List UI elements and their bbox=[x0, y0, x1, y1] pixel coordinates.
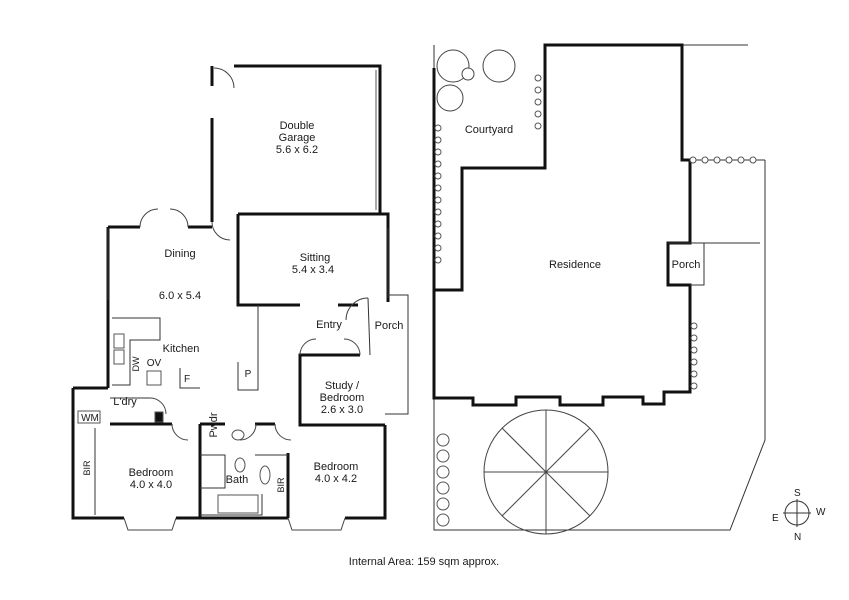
dining-name: Dining bbox=[164, 248, 195, 260]
residence-footprint bbox=[432, 43, 692, 407]
site-porch bbox=[668, 242, 705, 286]
bir-label-2: BIR bbox=[276, 477, 286, 493]
garage-door-swing bbox=[213, 67, 235, 89]
site-plan: Courtyard Residence Porch bbox=[432, 43, 766, 535]
fridge-label: F bbox=[184, 374, 190, 385]
large-tree bbox=[483, 409, 609, 535]
laundry-name: L'dry bbox=[113, 396, 137, 408]
house-walls bbox=[71, 212, 390, 520]
oven-label: OV bbox=[147, 358, 162, 369]
pantry-label: P bbox=[245, 369, 252, 380]
dining-dimension: 6.0 x 5.4 bbox=[159, 290, 201, 302]
sitting-dimension: 5.4 x 3.4 bbox=[292, 264, 334, 276]
bir-label-1: BIR bbox=[82, 460, 92, 476]
compass-west: W bbox=[816, 507, 826, 518]
door-swings bbox=[139, 208, 369, 441]
study-name-1: Study / bbox=[325, 380, 360, 392]
compass-north: N bbox=[794, 532, 801, 543]
compass-south: S bbox=[794, 488, 801, 499]
garage-dimension: 5.6 x 6.2 bbox=[276, 144, 318, 156]
bedroom1-name: Bedroom bbox=[129, 467, 174, 479]
study-name-2: Bedroom bbox=[320, 392, 365, 404]
sitting-name: Sitting bbox=[300, 252, 331, 264]
bay-windows bbox=[123, 517, 346, 531]
site-labels: Courtyard Residence Porch bbox=[465, 124, 701, 271]
compass-east: E bbox=[772, 513, 779, 524]
room-labels: Double Garage 5.6 x 6.2 Dining 6.0 x 5.4… bbox=[81, 120, 403, 491]
bedroom2-dimension: 4.0 x 4.2 bbox=[315, 473, 357, 485]
courtyard-label: Courtyard bbox=[465, 124, 513, 136]
bath-name: Bath bbox=[226, 474, 249, 486]
dishwasher-label: DW bbox=[131, 356, 141, 371]
fixtures bbox=[77, 333, 271, 514]
compass: S E W N bbox=[772, 488, 826, 543]
powder-room-label: Pwdr bbox=[208, 412, 220, 437]
washing-machine-label: WM bbox=[81, 413, 99, 424]
residence-label: Residence bbox=[549, 259, 601, 271]
interior-lines bbox=[94, 228, 409, 516]
hedge-dots bbox=[434, 74, 757, 527]
entry-name: Entry bbox=[316, 319, 342, 331]
internal-area-caption: Internal Area: 159 sqm approx. bbox=[349, 556, 499, 568]
porch-name: Porch bbox=[375, 320, 404, 332]
site-porch-label: Porch bbox=[672, 259, 701, 271]
property-boundary bbox=[433, 45, 766, 531]
garage-walls bbox=[210, 64, 382, 222]
kitchen-name: Kitchen bbox=[163, 343, 200, 355]
bedroom1-dimension: 4.0 x 4.0 bbox=[130, 479, 172, 491]
floor-plan: Double Garage 5.6 x 6.2 Dining 6.0 x 5.4… bbox=[71, 64, 409, 531]
study-dimension: 2.6 x 3.0 bbox=[321, 404, 363, 416]
bedroom2-name: Bedroom bbox=[314, 461, 359, 473]
garage-name-1: Double bbox=[280, 120, 315, 132]
courtyard-shrubs bbox=[436, 49, 516, 112]
garage-name-2: Garage bbox=[279, 132, 316, 144]
